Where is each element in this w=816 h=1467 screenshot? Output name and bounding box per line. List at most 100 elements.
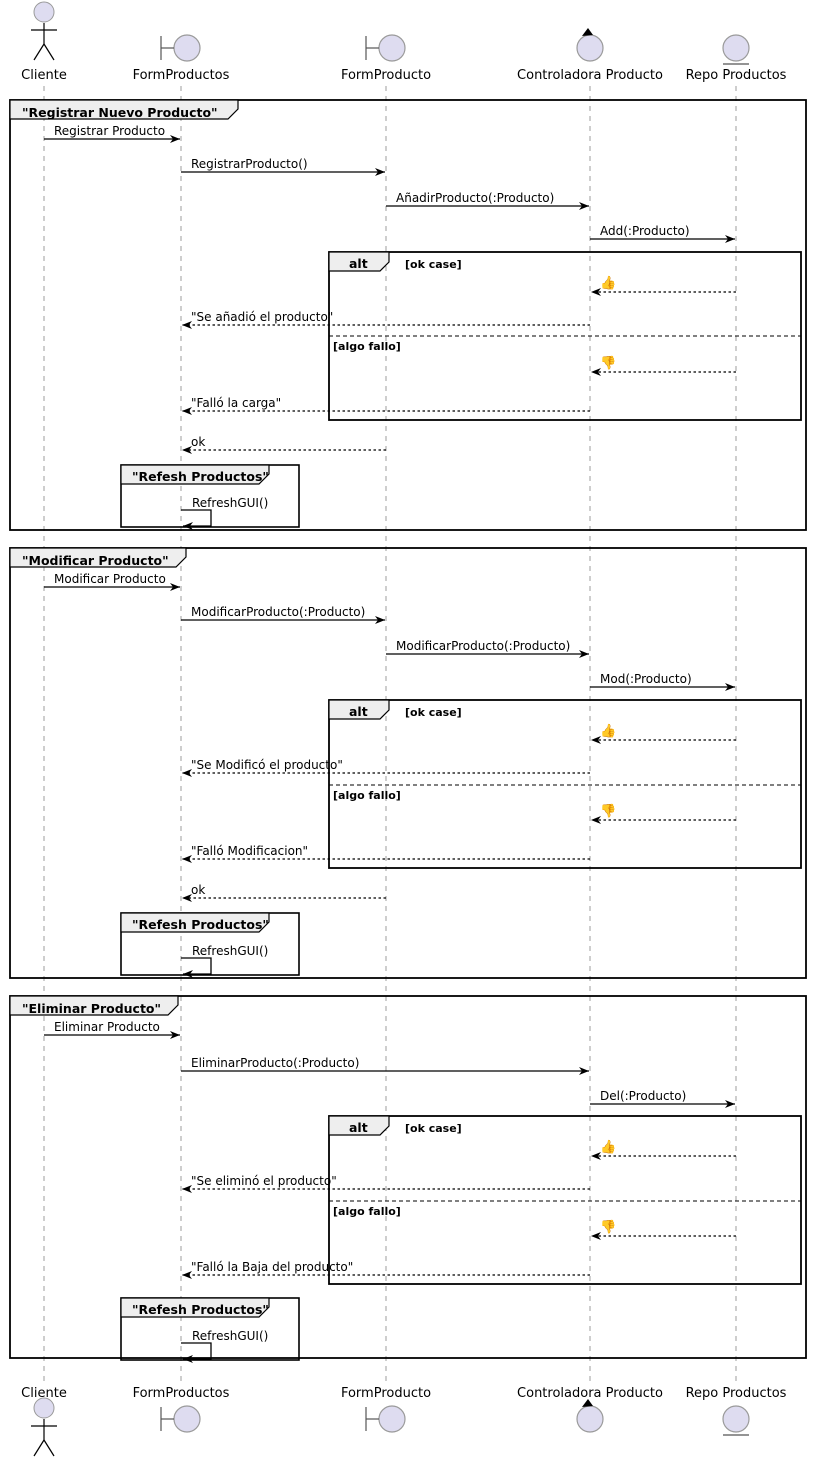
group-2-thumbs-down-icon-1: 👎 <box>600 1220 617 1235</box>
group-1-message-label-2: ModificarProducto(:Producto) <box>396 639 571 653</box>
fragment-title-1: "Modificar Producto" <box>22 553 169 568</box>
messages-group <box>44 135 736 1363</box>
group-1-message-label-3: Mod(:Producto) <box>600 672 692 686</box>
group-1-alt-0-message-label-1: "Se Modificó el producto" <box>191 758 343 772</box>
actor-leg-left-icon <box>33 43 45 61</box>
alt-guard-ok-1: [ok case] <box>405 706 462 719</box>
participant-label-top-4: Repo Productos <box>685 68 787 83</box>
group-0-message-label-0: Registrar Producto <box>54 124 166 138</box>
group-2-self-message-label: RefreshGUI() <box>192 1329 269 1343</box>
group-2-message-label-1: EliminarProducto(:Producto) <box>191 1056 360 1070</box>
boundary-icon <box>365 34 406 62</box>
group-1-self-message-path <box>181 957 212 978</box>
control-circle-icon <box>576 34 604 62</box>
control-circle-icon <box>576 1405 604 1433</box>
group-0-thumbs-up-icon-0: 👍 <box>600 276 617 291</box>
participant-label-bottom-2: FormProducto <box>340 1386 432 1401</box>
participant-label-bottom-3: Controladora Producto <box>517 1386 663 1401</box>
actor-leg-right-icon <box>43 1439 55 1457</box>
alt-guard-ok-2: [ok case] <box>405 1122 462 1135</box>
participant-label-bottom-1: FormProductos <box>132 1386 230 1401</box>
control-arrow-icon <box>582 1399 593 1407</box>
group-1-alt-1-message-label-1: "Falló Modificacion" <box>191 844 309 858</box>
fragment-title-2: "Eliminar Producto" <box>22 1001 162 1016</box>
control-arrow-icon <box>582 28 593 36</box>
alt-fragment-1-operator-tag <box>328 699 390 720</box>
fragment-1 <box>9 547 807 979</box>
lifelines-group <box>43 86 737 1385</box>
fragment-0-header <box>9 99 239 120</box>
nested-fragment-1-header <box>120 912 270 933</box>
group-2-message-label-2: Del(:Producto) <box>600 1089 687 1103</box>
group-2-alt-1-message-label-1: "Falló la Baja del producto" <box>191 1260 354 1274</box>
boundary-icon <box>160 34 201 62</box>
control-icon <box>576 1399 604 1433</box>
boundary-icon <box>365 1405 406 1433</box>
group-1-thumbs-up-icon-0: 👍 <box>600 724 617 739</box>
group-2-self-message <box>181 1342 212 1363</box>
fragment-0 <box>9 99 807 531</box>
actor-head-icon <box>33 1 55 23</box>
alt-fragment-2 <box>328 1115 802 1285</box>
nested-fragment-0 <box>120 464 300 528</box>
nested-fragment-2 <box>120 1297 300 1361</box>
participant-label-top-2: FormProducto <box>340 68 432 83</box>
nested-fragment-1 <box>120 912 300 976</box>
nested-fragment-title-0: "Refesh Productos" <box>132 469 269 484</box>
boundary-circle-icon <box>173 34 201 62</box>
alt-guard-fail-1: [algo fallo] <box>333 789 401 802</box>
group-2-thumbs-up-icon-0: 👍 <box>600 1140 617 1155</box>
group-0-self-message <box>181 509 212 530</box>
participant-label-top-0: Cliente <box>21 68 67 83</box>
fragment-2-border <box>9 995 807 1359</box>
group-0-message-label-1: RegistrarProducto() <box>191 157 308 171</box>
entity-circle-icon <box>722 1405 750 1433</box>
actor-icon <box>31 1397 57 1457</box>
group-0-message-label-2: AñadirProducto(:Producto) <box>396 191 555 205</box>
alt-guard-fail-0: [algo fallo] <box>333 340 401 353</box>
group-2-alt-0-message-label-1: "Se eliminó el producto" <box>191 1174 337 1188</box>
boundary-circle-icon <box>173 1405 201 1433</box>
alt-guard-ok-0: [ok case] <box>405 258 462 271</box>
group-1-message-label-0: Modificar Producto <box>54 572 166 586</box>
participant-label-top-1: FormProductos <box>132 68 230 83</box>
control-icon <box>576 28 604 62</box>
group-0-self-message-label: RefreshGUI() <box>192 496 269 510</box>
participant-icons-group <box>31 1 750 1457</box>
group-1-self-message-label: RefreshGUI() <box>192 944 269 958</box>
nested-fragment-0-header <box>120 464 270 485</box>
boundary-circle-icon <box>378 34 406 62</box>
actor-leg-right-icon <box>43 43 55 61</box>
fragment-2-header <box>9 995 179 1016</box>
nested-fragment-2-header <box>120 1297 270 1318</box>
group-0-message-label-3: Add(:Producto) <box>600 224 690 238</box>
alt-fragment-0-operator-tag <box>328 251 390 272</box>
group-1-thumbs-down-icon-1: 👎 <box>600 804 617 819</box>
nested-fragment-title-1: "Refesh Productos" <box>132 917 269 932</box>
group-0-thumbs-down-icon-1: 👎 <box>600 356 617 371</box>
nested-fragment-title-2: "Refesh Productos" <box>132 1302 269 1317</box>
group-1-message-label-1: ModificarProducto(:Producto) <box>191 605 366 619</box>
fragment-1-border <box>9 547 807 979</box>
entity-circle-icon <box>722 34 750 62</box>
alt-fragment-1-border <box>328 699 802 869</box>
participant-label-bottom-4: Repo Productos <box>685 1386 787 1401</box>
participant-label-top-3: Controladora Producto <box>517 68 663 83</box>
actor-leg-left-icon <box>33 1439 45 1457</box>
group-0-alt-1-message-label-1: "Falló la carga" <box>191 396 282 410</box>
fragments-group <box>9 99 807 1361</box>
alt-operator-label-0: alt <box>349 256 368 271</box>
entity-icon <box>722 1405 750 1436</box>
alt-guard-fail-2: [algo fallo] <box>333 1205 401 1218</box>
alt-operator-label-1: alt <box>349 704 368 719</box>
group-2-message-label-0: Eliminar Producto <box>54 1020 160 1034</box>
group-1-self-message <box>181 957 212 978</box>
alt-fragment-1 <box>328 699 802 869</box>
entity-icon <box>722 34 750 65</box>
boundary-icon <box>160 1405 201 1433</box>
alt-fragment-0 <box>328 251 802 421</box>
participant-label-bottom-0: Cliente <box>21 1386 67 1401</box>
group-1-after-message-label-0: ok <box>191 883 206 897</box>
